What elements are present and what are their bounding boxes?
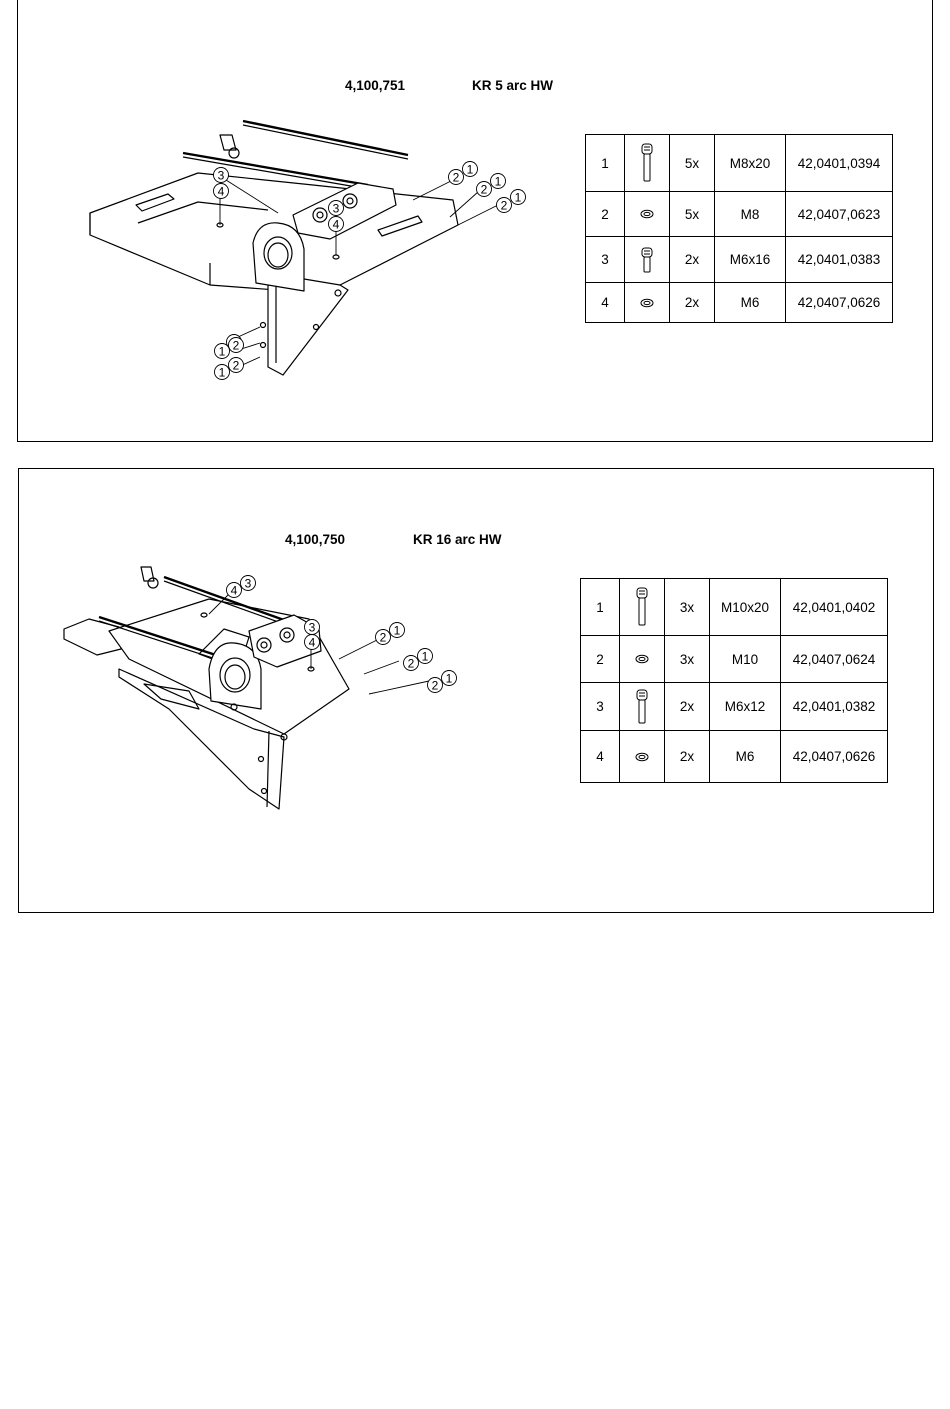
table-row: 1 3x M10x20 42,0401,0402 <box>581 579 888 636</box>
washer-icon <box>620 636 665 683</box>
svg-text:2: 2 <box>408 657 415 671</box>
parts-table: 1 3x M10x20 42,0401,0402 2 3x M10 42,040… <box>580 578 888 783</box>
svg-text:2: 2 <box>233 359 240 373</box>
section-kr5-arc-hw: 4,100,751 KR 5 arc HW <box>17 0 933 442</box>
table-row: 3 2x M6x16 42,0401,0383 <box>586 237 893 283</box>
screw-icon <box>620 683 665 731</box>
callout-right-3: 2 1 <box>428 671 457 693</box>
svg-text:3: 3 <box>245 577 252 591</box>
svg-text:3: 3 <box>333 202 340 216</box>
svg-text:1: 1 <box>467 163 474 177</box>
bracket-drawing-kr16: 4 3 3 4 2 1 2 1 2 1 <box>49 559 469 829</box>
bracket-drawing-kr5: 2 1 2 1 2 1 3 4 3 4 2 <box>58 105 528 395</box>
svg-text:1: 1 <box>495 175 502 189</box>
svg-text:4: 4 <box>333 218 340 232</box>
model-name: KR 5 arc HW <box>472 78 553 93</box>
callout-top-4-3: 4 3 <box>227 576 256 598</box>
washer-icon <box>625 192 670 237</box>
callout-center-3: 3 <box>305 620 320 635</box>
callout-left-3: 3 <box>214 168 229 183</box>
svg-text:1: 1 <box>219 366 226 380</box>
table-row: 2 3x M10 42,0407,0624 <box>581 636 888 683</box>
svg-text:2: 2 <box>233 339 240 353</box>
screw-icon <box>620 579 665 636</box>
callout-bottom-3: 1 2 <box>215 358 244 380</box>
svg-text:2: 2 <box>380 631 387 645</box>
part-number: 4,100,750 <box>285 532 345 547</box>
screw-icon <box>625 237 670 283</box>
screw-icon <box>625 135 670 192</box>
svg-text:4: 4 <box>218 185 225 199</box>
callout-center-3: 3 <box>329 201 344 216</box>
callout-right-2: 2 1 <box>404 649 433 671</box>
section-kr16-arc-hw: 4,100,750 KR 16 arc HW <box>18 468 934 913</box>
callout-left-4: 4 <box>214 184 229 199</box>
washer-icon <box>620 731 665 783</box>
svg-text:1: 1 <box>394 624 401 638</box>
table-row: 3 2x M6x12 42,0401,0382 <box>581 683 888 731</box>
table-row: 1 5x M8x20 42,0401,0394 <box>586 135 893 192</box>
svg-text:2: 2 <box>501 199 508 213</box>
table-row: 4 2x M6 42,0407,0626 <box>581 731 888 783</box>
svg-text:3: 3 <box>218 169 225 183</box>
parts-table: 1 5x M8x20 42,0401,0394 2 5x M8 42,0407,… <box>585 134 893 323</box>
callout-right-1: 2 1 <box>449 162 478 185</box>
svg-text:2: 2 <box>481 183 488 197</box>
callout-center-4: 4 <box>305 635 320 650</box>
callout-right-1: 2 1 <box>376 623 405 645</box>
washer-icon <box>625 283 670 323</box>
part-number: 4,100,751 <box>345 78 405 93</box>
svg-text:2: 2 <box>432 679 439 693</box>
table-row: 2 5x M8 42,0407,0623 <box>586 192 893 237</box>
svg-text:1: 1 <box>446 672 453 686</box>
svg-text:3: 3 <box>309 621 316 635</box>
model-name: KR 16 arc HW <box>413 532 502 547</box>
callout-right-3: 2 1 <box>497 190 526 213</box>
svg-text:1: 1 <box>515 191 522 205</box>
svg-text:4: 4 <box>309 636 316 650</box>
svg-text:1: 1 <box>219 345 226 359</box>
svg-text:1: 1 <box>422 650 429 664</box>
callout-right-2: 2 1 <box>477 174 506 197</box>
callout-center-4: 4 <box>329 217 344 232</box>
table-row: 4 2x M6 42,0407,0626 <box>586 283 893 323</box>
svg-text:4: 4 <box>231 584 238 598</box>
svg-text:2: 2 <box>453 171 460 185</box>
